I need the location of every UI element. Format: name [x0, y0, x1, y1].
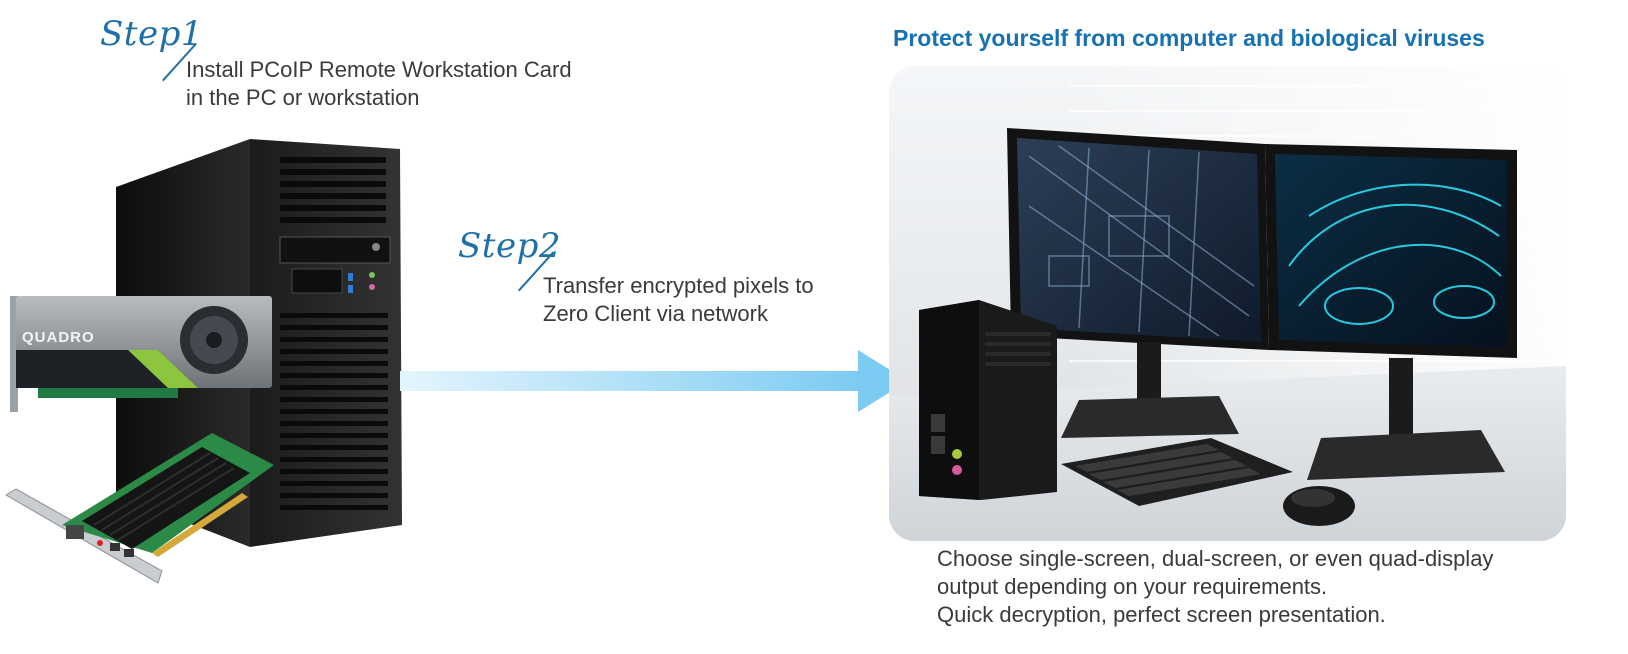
mouse	[1283, 486, 1355, 526]
headline: Protect yourself from computer and biolo…	[893, 25, 1485, 51]
step2-line2: Zero Client via network	[543, 301, 768, 326]
tower-lower-vents	[280, 313, 388, 510]
tower-top-vents	[280, 157, 386, 223]
step1-line1: Install PCoIP Remote Workstation Card	[186, 57, 572, 82]
zero-client-device	[919, 300, 1057, 500]
gpu-card: QUADRO	[10, 296, 272, 412]
photo-illustration	[889, 66, 1566, 541]
step1-line2: in the PC or workstation	[186, 85, 420, 110]
pcoip-card	[5, 433, 274, 584]
caption-line3: Quick decryption, perfect screen present…	[937, 602, 1386, 627]
step1-description: Install PCoIP Remote Workstation Card in…	[186, 56, 572, 112]
caption-line2: output depending on your requirements.	[937, 574, 1328, 599]
step1-label: Step1	[100, 14, 203, 54]
keyboard	[1061, 438, 1293, 506]
caption: Choose single-screen, dual-screen, or ev…	[937, 545, 1493, 629]
setup-photo	[889, 66, 1566, 541]
right-monitor	[1265, 144, 1517, 480]
caption-line1: Choose single-screen, dual-screen, or ev…	[937, 546, 1494, 571]
workstation-tower	[116, 139, 402, 547]
gpu-brand-text: QUADRO	[22, 329, 95, 346]
transfer-arrow	[400, 350, 908, 412]
step2-line1: Transfer encrypted pixels to	[543, 273, 814, 298]
step2-label: Step2	[458, 226, 561, 266]
step2-description: Transfer encrypted pixels to Zero Client…	[543, 272, 814, 328]
left-monitor	[1007, 128, 1269, 438]
